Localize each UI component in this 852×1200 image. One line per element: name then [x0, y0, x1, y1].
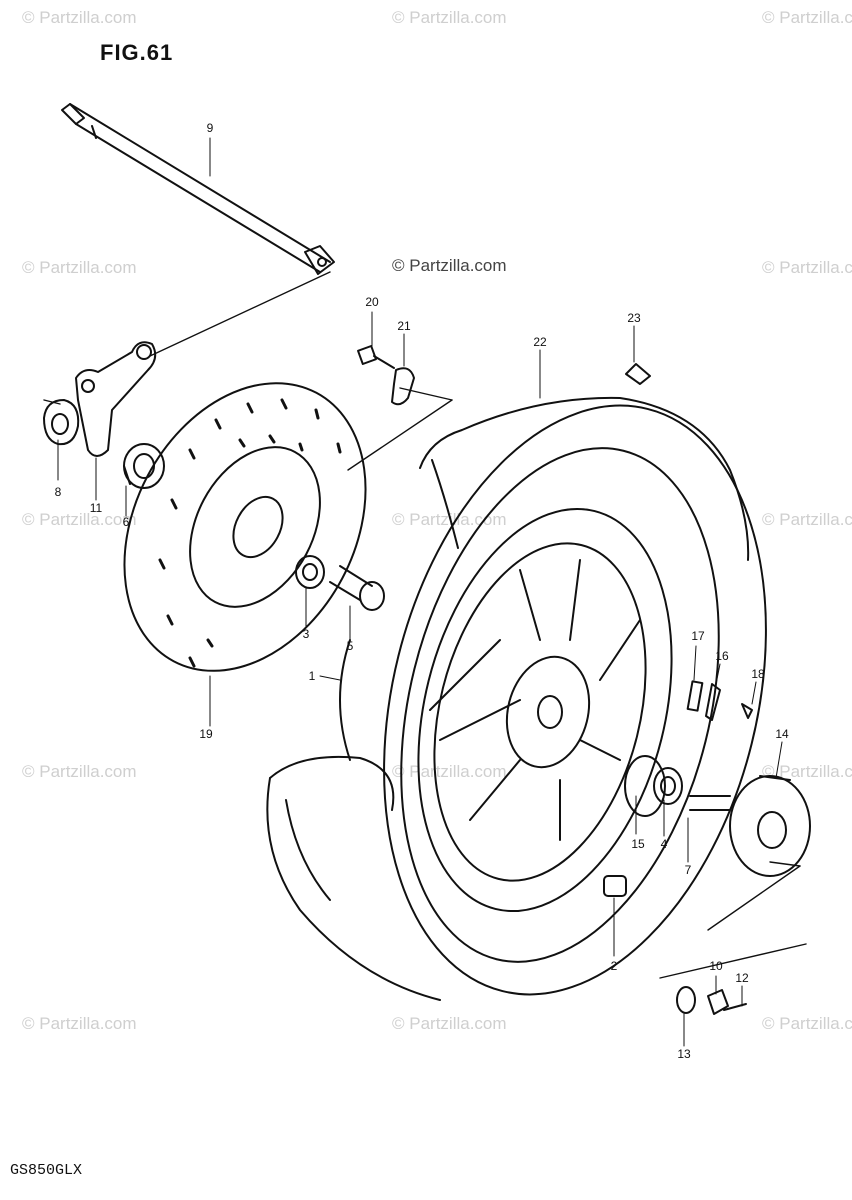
callout-16: 16: [715, 649, 729, 663]
callout-11: 11: [89, 501, 103, 515]
callout-14: 14: [775, 727, 789, 741]
callout-3: 3: [302, 627, 310, 641]
bolt-drawing: [357, 345, 651, 406]
bracket-drawing: [43, 341, 165, 489]
hub-parts-drawing: [603, 680, 811, 1015]
callout-6: 6: [122, 515, 130, 529]
axle-drawing: [61, 103, 335, 275]
callout-20: 20: [365, 295, 379, 309]
callout-10: 10: [709, 959, 723, 973]
watermark: © Partzilla.com: [22, 762, 137, 781]
callout-18: 18: [751, 667, 765, 681]
callout-9: 9: [206, 121, 214, 135]
brake-disc-drawing: [123, 382, 367, 672]
callout-17: 17: [691, 629, 705, 643]
watermark: © Partzilla.com: [762, 258, 852, 277]
callout-5: 5: [346, 639, 354, 653]
callout-22: 22: [533, 335, 547, 349]
model-code: GS850GLX: [10, 1162, 83, 1179]
callout-15: 15: [631, 837, 645, 851]
assembly-lines: [43, 271, 807, 979]
watermark: © Partzilla.com: [392, 510, 507, 529]
callout-8: 8: [54, 485, 62, 499]
watermark: © Partzilla.com: [762, 8, 852, 27]
watermark: © Partzilla.com: [392, 762, 507, 781]
figure-label: FIG.61: [100, 40, 174, 65]
watermark: © Partzilla.com: [762, 510, 852, 529]
watermark: © Partzilla.com: [22, 510, 137, 529]
callout-13: 13: [677, 1047, 691, 1061]
callout-7: 7: [684, 863, 692, 877]
callout-1: 1: [308, 669, 316, 683]
callout-2: 2: [610, 959, 618, 973]
watermark: © Partzilla.com: [762, 1014, 852, 1033]
watermark: © Partzilla.com: [22, 258, 137, 277]
watermark: © Partzilla.com: [392, 1014, 507, 1033]
watermark: © Partzilla.com: [22, 8, 137, 27]
leader-lines: [57, 137, 783, 1047]
copyright-text: © Partzilla.com: [392, 256, 507, 275]
watermark: © Partzilla.com: [762, 762, 852, 781]
callout-21: 21: [397, 319, 411, 333]
watermark: © Partzilla.com: [392, 8, 507, 27]
watermark: © Partzilla.com: [22, 1014, 137, 1033]
wheel-drawing: [266, 396, 767, 1001]
spacer-drawing: [295, 555, 385, 611]
callout-23: 23: [627, 311, 641, 325]
callout-19: 19: [199, 727, 213, 741]
callout-4: 4: [660, 837, 668, 851]
callout-12: 12: [735, 971, 749, 985]
